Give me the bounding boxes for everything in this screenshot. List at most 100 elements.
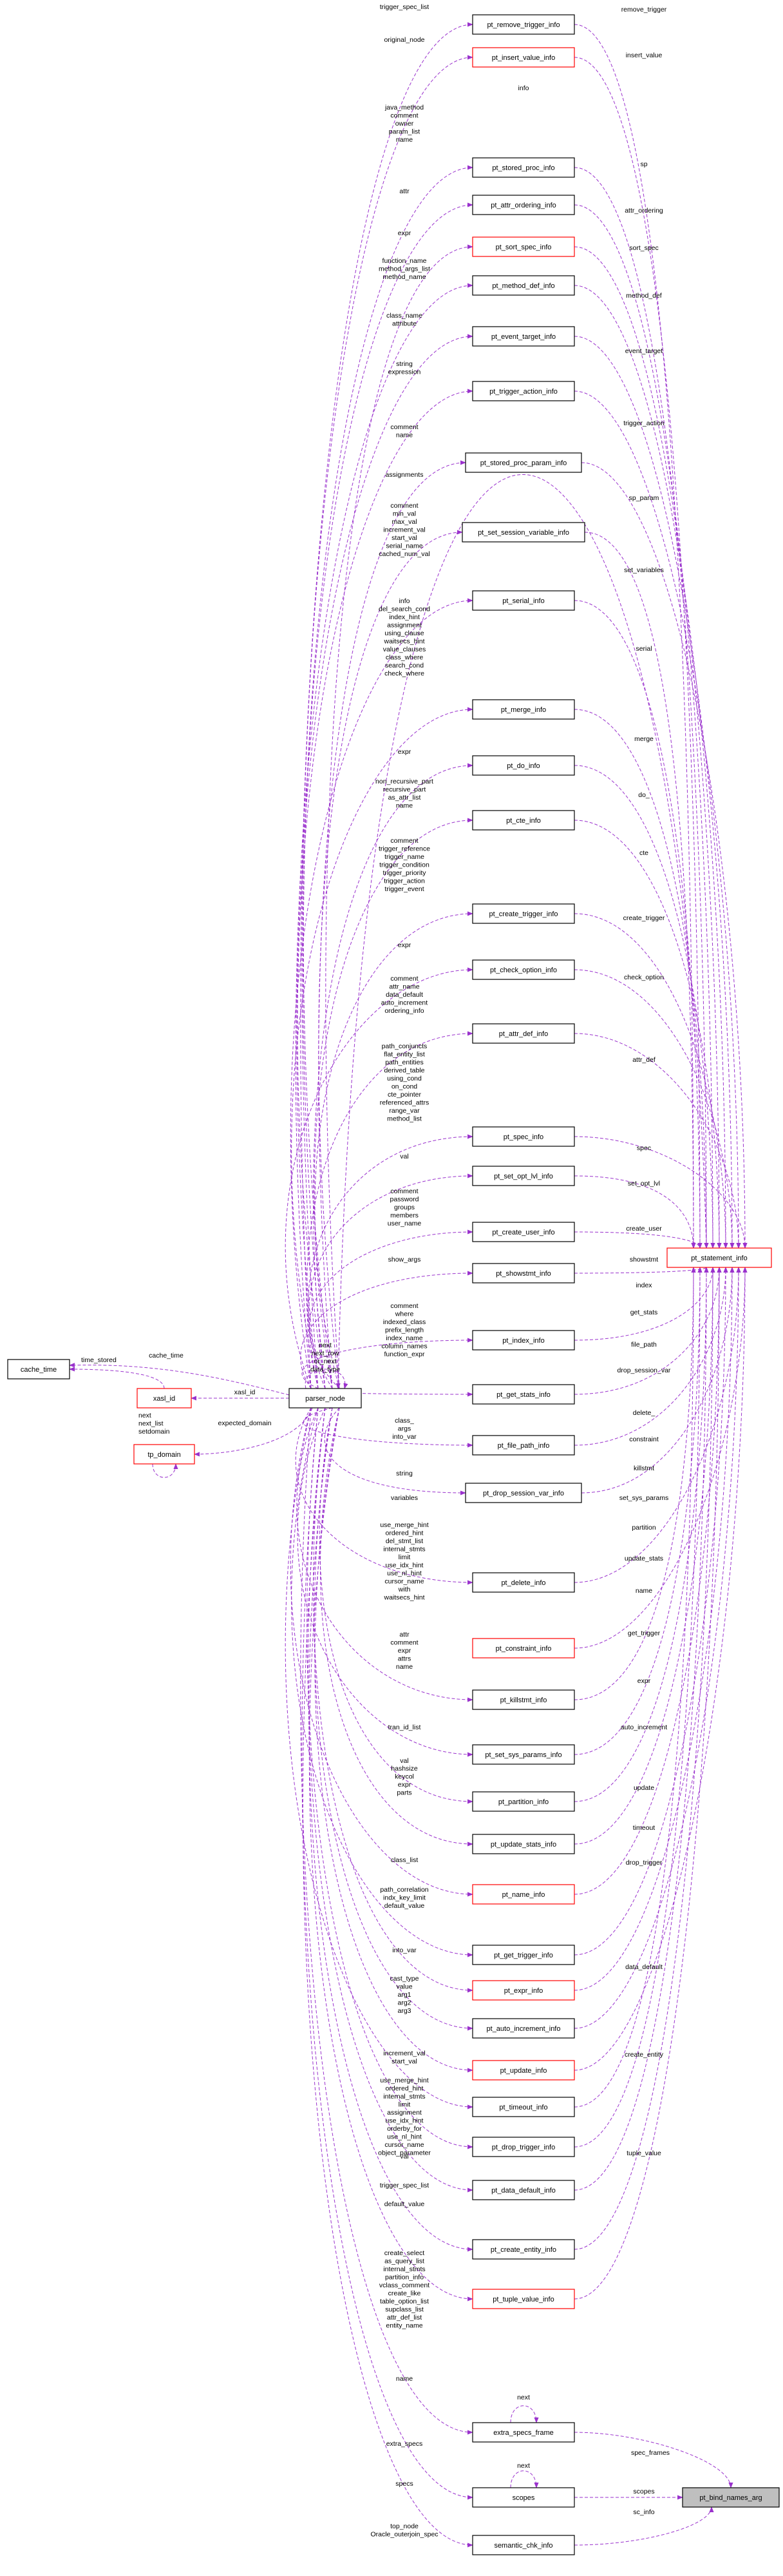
node-pt-attr-def-info[interactable]: pt_attr_def_info [472, 1023, 575, 1044]
edge-label-next-scopes: next [517, 2462, 530, 2470]
edge-parser-node-to-semantic-chk-info [302, 1407, 473, 2548]
node-pt-cte-info[interactable]: pt_cte_info [472, 810, 575, 831]
node-pt-check-option-info[interactable]: pt_check_option_info [472, 959, 575, 980]
node-box [472, 1884, 575, 1905]
node-pt-name-info[interactable]: pt_name_info [472, 1884, 575, 1905]
node-pt-spec-info[interactable]: pt_spec_info [472, 1126, 575, 1147]
node-label: semantic_chk_info [494, 2542, 552, 2550]
node-tp-domain[interactable]: tp_domain [133, 1444, 195, 1465]
node-pt-tuple-value-info[interactable]: pt_tuple_value_info [472, 2289, 575, 2309]
node-pt-set-session-variable-info[interactable]: pt_set_session_variable_info [462, 522, 585, 543]
node-pt-stored-proc-param-info[interactable]: pt_stored_proc_param_info [465, 452, 582, 473]
node-parser-node[interactable]: parser_node [288, 1388, 362, 1408]
edge-pt-constraint-info-to-pt-statement-info [574, 1267, 748, 1649]
edge-label-drop-session-var: drop_session_var [618, 1367, 671, 1374]
edge-xasl-id-to-cache-time [69, 1367, 165, 1389]
edge-label-expr-sort: expr [398, 229, 411, 237]
node-layer: pt_remove_trigger_info pt_insert_value_in… [7, 14, 780, 2555]
node-pt-serial-info[interactable]: pt_serial_info [472, 590, 575, 611]
node-pt-sort-spec-info[interactable]: pt_sort_spec_info [472, 236, 575, 257]
node-pt-expr-info[interactable]: pt_expr_info [472, 1980, 575, 2001]
node-pt-create-entity-info[interactable]: pt_create_entity_info [472, 2239, 575, 2260]
node-pt-partition-info[interactable]: pt_partition_info [472, 1791, 575, 1812]
node-box [137, 1388, 192, 1408]
node-label: pt_expr_info [504, 1987, 543, 1995]
edge-parser-node-to-pt-drop-trigger-info [307, 1407, 473, 2149]
node-label: pt_serial_info [502, 597, 544, 605]
node-pt-create-user-info[interactable]: pt_create_user_info [472, 1222, 575, 1242]
node-box [472, 1166, 575, 1186]
node-pt-statement-info[interactable]: pt_statement_info [666, 1247, 772, 1268]
edge-pt-sort-spec-info-to-pt-statement-info [574, 246, 722, 1249]
node-box [472, 2060, 575, 2081]
node-pt-get-trigger-info[interactable]: pt_get_trigger_info [472, 1945, 575, 1965]
node-box [472, 1689, 575, 1710]
node-pt-timeout-info[interactable]: pt_timeout_info [472, 2097, 575, 2117]
node-pt-merge-info[interactable]: pt_merge_info [472, 699, 575, 720]
node-pt-stored-proc-info[interactable]: pt_stored_proc_info [472, 157, 575, 178]
node-pt-trigger-action-info[interactable]: pt_trigger_action_info [472, 381, 575, 401]
node-pt-attr-ordering-info[interactable]: pt_attr_ordering_info [472, 195, 575, 215]
node-pt-index-info[interactable]: pt_index_info [472, 1330, 575, 1350]
edge-pt-index-info-to-pt-statement-info [574, 1267, 715, 1341]
node-pt-method-def-info[interactable]: pt_method_def_info [472, 275, 575, 296]
node-pt-get-stats-info[interactable]: pt_get_stats_info [472, 1384, 575, 1405]
node-pt-insert-value-info[interactable]: pt_insert_value_info [472, 47, 575, 68]
edge-label-sp-param: sp_param [629, 494, 659, 502]
edge-label-extra-specs: extra_specs [386, 2440, 423, 2448]
node-pt-set-sys-params-info[interactable]: pt_set_sys_params_info [472, 1744, 575, 1765]
node-pt-do-info[interactable]: pt_do_info [472, 755, 575, 776]
node-label: pt_remove_trigger_info [487, 21, 560, 29]
edge-label-default-value: default_value [384, 2200, 425, 2208]
node-pt-create-trigger-info[interactable]: pt_create_trigger_info [472, 903, 575, 924]
node-pt-drop-trigger-info[interactable]: pt_drop_trigger_info [472, 2137, 575, 2157]
node-box [472, 157, 575, 178]
node-label: pt_method_def_info [492, 282, 554, 290]
node-semantic-chk-info[interactable]: semantic_chk_info [472, 2535, 575, 2555]
edge-pt-serial-info-to-pt-statement-info [574, 600, 703, 1249]
edge-label-serial: serial [636, 645, 652, 653]
edge-label-trigger-spec-list: trigger_spec_list [380, 3, 429, 11]
node-cache-time[interactable]: cache_time [7, 1359, 70, 1379]
node-extra-specs-frame[interactable]: extra_specs_frame [472, 2422, 575, 2443]
node-pt-remove-trigger-info[interactable]: pt_remove_trigger_info [472, 14, 575, 35]
edge-label-check-option: check_option [624, 974, 664, 981]
node-box [462, 522, 585, 543]
node-box [472, 1023, 575, 1044]
node-box [472, 2422, 575, 2443]
edge-parser-node-to-pt-attr-ordering-info [303, 202, 473, 1389]
node-pt-data-default-info[interactable]: pt_data_default_info [472, 2180, 575, 2200]
node-xasl-id[interactable]: xasl_id [137, 1388, 192, 1408]
node-pt-constraint-info[interactable]: pt_constraint_info [472, 1638, 575, 1658]
edge-pt-expr-info-to-pt-statement-info [574, 1267, 735, 1991]
edge-pt-event-target-info-to-pt-statement-info [574, 336, 735, 1249]
node-label: pt_set_opt_lvl_info [494, 1173, 553, 1180]
edge-pt-set-opt-lvl-info-to-pt-statement-info [574, 1175, 696, 1249]
node-pt-auto-increment-info[interactable]: pt_auto_increment_info [472, 2018, 575, 2039]
node-label: pt_stored_proc_info [492, 164, 554, 172]
node-pt-event-target-info[interactable]: pt_event_target_info [472, 326, 575, 347]
node-pt-showstmt-info[interactable]: pt_showstmt_info [472, 1263, 575, 1283]
edge-parser-node-to-pt-name-info [290, 1407, 473, 1897]
edge-parser-node-self [305, 1369, 348, 1389]
node-pt-update-info[interactable]: pt_update_info [472, 2060, 575, 2081]
node-label: pt_constraint_info [496, 1645, 552, 1653]
edge-pt-insert-value-info-to-pt-statement-info [574, 57, 703, 1249]
node-pt-set-opt-lvl-info[interactable]: pt_set_opt_lvl_info [472, 1166, 575, 1186]
node-pt-drop-session-var-info[interactable]: pt_drop_session_var_info [465, 1483, 582, 1503]
edge-parser-node-to-pt-auto-increment-info [314, 1407, 473, 2031]
edge-parser-node-to-pt-stored-proc-param-info [318, 460, 466, 1389]
node-scopes[interactable]: scopes [472, 2487, 575, 2508]
node-pt-bind-names-arg[interactable]: pt_bind_names_arg [682, 2487, 780, 2508]
edge-label-info: info [518, 84, 529, 92]
node-pt-file-path-info[interactable]: pt_file_path_info [472, 1435, 575, 1456]
node-pt-delete-info[interactable]: pt_delete_info [472, 1572, 575, 1593]
node-box [288, 1388, 362, 1408]
node-pt-killstmt-info[interactable]: pt_killstmt_info [472, 1689, 575, 1710]
node-pt-update-stats-info[interactable]: pt_update_stats_info [472, 1834, 575, 1854]
